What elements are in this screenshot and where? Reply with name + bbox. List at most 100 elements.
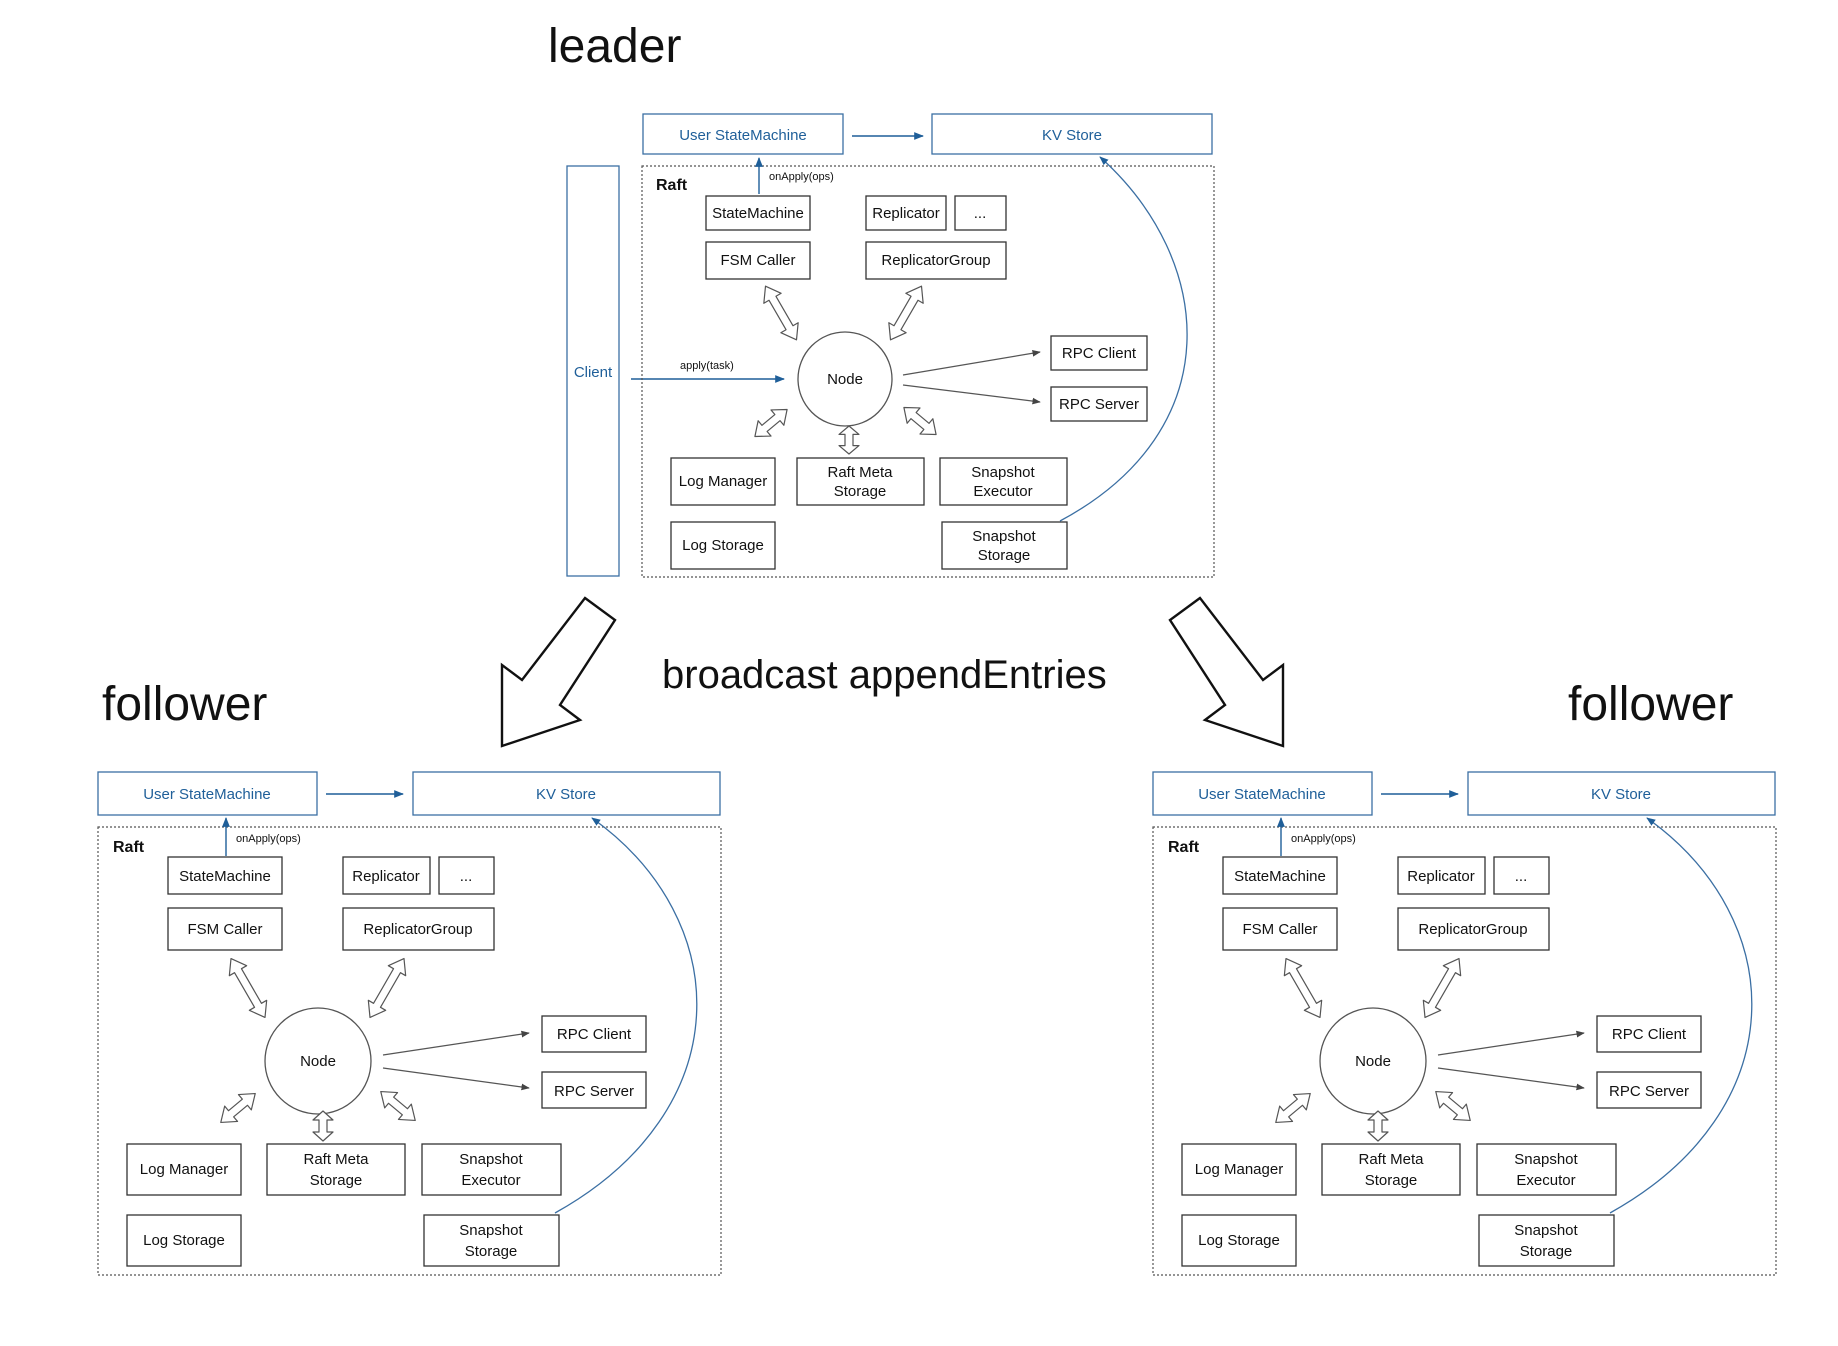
double-arrow-shape <box>1435 1090 1471 1122</box>
raftmeta-node-double-arrow <box>838 425 860 455</box>
fsm-caller-box <box>167 907 283 951</box>
on-apply-label: onApply(ops) <box>236 833 301 845</box>
statemachine-box <box>705 195 811 231</box>
snapshot-node-double-arrow <box>1435 1090 1471 1122</box>
log-storage-box <box>1181 1214 1297 1267</box>
node-to-rpc-client-arrow <box>1437 1030 1585 1056</box>
follower-right-title: follower <box>1568 678 1733 731</box>
rpc-client-label: RPC Client <box>557 1026 632 1043</box>
statemachine-label: StateMachine <box>179 868 271 885</box>
fsm-node-double-arrow <box>228 957 268 1019</box>
statemachine-label: StateMachine <box>1234 868 1326 885</box>
double-arrow-shape <box>763 285 799 341</box>
on-apply-label: onApply(ops) <box>1291 833 1356 845</box>
snapshot-storage-label-1: Snapshot <box>1514 1222 1578 1239</box>
kv-store-box <box>1467 771 1776 816</box>
double-arrow-shape <box>1367 1110 1389 1142</box>
replicatorgroup-box <box>1397 907 1550 951</box>
snapshot-to-kv-curve <box>1609 817 1753 1214</box>
rpc-server-box <box>1596 1071 1702 1109</box>
node-to-rpc-server-arrow <box>1437 1067 1585 1091</box>
log-storage-label: Log Storage <box>143 1232 225 1249</box>
snapshot-storage-label-2: Storage <box>978 547 1031 564</box>
double-arrow-shape <box>312 1110 334 1142</box>
user-statemachine-label: User StateMachine <box>1198 786 1326 803</box>
broadcast-arrow-left <box>500 596 617 748</box>
node-label: Node <box>1355 1053 1391 1070</box>
fsm-caller-box <box>1222 907 1338 951</box>
node-label: Node <box>300 1053 336 1070</box>
on-apply-label: onApply(ops) <box>769 171 834 183</box>
raft-meta-storage-label-2: Storage <box>1365 1172 1418 1189</box>
rpc-server-box <box>541 1071 647 1109</box>
raft-meta-storage-label-2: Storage <box>834 483 887 500</box>
snapshot-to-kv-curve <box>554 817 698 1214</box>
node-to-rpc-client-arrow <box>902 349 1041 376</box>
snapshot-storage-label-1: Snapshot <box>972 528 1036 545</box>
node-to-rpc-server-arrow <box>382 1067 530 1091</box>
leader-title: leader <box>548 20 681 73</box>
user-statemachine-box <box>97 771 318 816</box>
replicatorgroup-node-double-arrow <box>888 285 924 341</box>
replicatorgroup-label: ReplicatorGroup <box>881 252 990 269</box>
raft-meta-storage-label-1: Raft Meta <box>827 464 893 481</box>
double-arrow-shape <box>903 406 937 436</box>
logmanager-node-double-arrow <box>1275 1092 1311 1124</box>
logmanager-node-double-arrow <box>754 408 788 438</box>
snapshot-storage-label-2: Storage <box>465 1243 518 1260</box>
double-arrow-shape <box>1275 1092 1311 1124</box>
rpc-client-label: RPC Client <box>1612 1026 1687 1043</box>
raftmeta-node-double-arrow <box>1367 1110 1389 1142</box>
snapshot-storage-label-1: Snapshot <box>459 1222 523 1239</box>
raft-meta-storage-box <box>1321 1143 1461 1196</box>
fsm-caller-label: FSM Caller <box>1242 921 1317 938</box>
snapshot-to-kv-curve <box>1059 156 1188 522</box>
raft-container <box>641 165 1215 578</box>
double-arrow-shape <box>367 957 407 1019</box>
ellipsis-label: ... <box>460 868 473 885</box>
snapshot-executor-box <box>421 1143 562 1196</box>
double-arrow-shape <box>220 1092 256 1124</box>
replicator-box <box>342 856 431 895</box>
raft-label: Raft <box>656 177 688 194</box>
broadcast-label: broadcast appendEntries <box>662 653 1107 697</box>
ellipsis-box <box>438 856 495 895</box>
log-manager-label: Log Manager <box>679 473 767 490</box>
snapshot-node-double-arrow <box>903 406 937 436</box>
node-circle <box>264 1007 372 1115</box>
node-to-rpc-client-arrow <box>382 1030 530 1056</box>
snapshot-executor-label-1: Snapshot <box>459 1151 523 1168</box>
broadcast-arrow-right <box>1168 596 1285 748</box>
user-statemachine-label: User StateMachine <box>143 786 271 803</box>
replicator-box <box>865 195 947 231</box>
rpc-client-box <box>541 1015 647 1053</box>
fsm-caller-label: FSM Caller <box>720 252 795 269</box>
snapshot-executor-box <box>1476 1143 1617 1196</box>
raft-meta-storage-label-2: Storage <box>310 1172 363 1189</box>
snapshot-node-double-arrow <box>380 1090 416 1122</box>
snapshot-executor-label-2: Executor <box>973 483 1032 500</box>
double-arrow-shape <box>838 425 860 455</box>
apply-task-label: apply(task) <box>680 360 734 372</box>
node-circle <box>1319 1007 1427 1115</box>
fsm-caller-label: FSM Caller <box>187 921 262 938</box>
rpc-server-label: RPC Server <box>554 1083 634 1100</box>
snapshot-executor-label-1: Snapshot <box>1514 1151 1578 1168</box>
statemachine-label: StateMachine <box>712 205 804 222</box>
node-label: Node <box>827 371 863 388</box>
snapshot-storage-box <box>1478 1214 1615 1267</box>
snapshot-storage-box <box>423 1214 560 1267</box>
snapshot-executor-box <box>939 457 1068 506</box>
node-to-rpc-server-arrow <box>902 384 1041 405</box>
replicatorgroup-node-double-arrow <box>1422 957 1462 1019</box>
raft-meta-storage-box <box>266 1143 406 1196</box>
fsm-caller-box <box>705 241 811 280</box>
kv-store-label: KV Store <box>1042 127 1102 144</box>
client-label: Client <box>574 364 613 381</box>
kv-store-label: KV Store <box>536 786 596 803</box>
user-statemachine-label: User StateMachine <box>679 127 807 144</box>
node-circle <box>797 331 893 427</box>
ellipsis-box <box>954 195 1007 231</box>
double-arrow-shape <box>380 1090 416 1122</box>
raft-label: Raft <box>113 839 145 856</box>
